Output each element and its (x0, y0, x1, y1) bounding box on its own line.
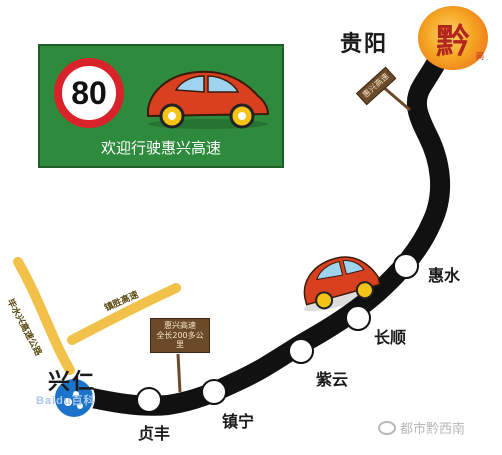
wechat-watermark: 都市黔西南 (378, 418, 465, 437)
side-road-zhen-sheng (67, 283, 181, 345)
highway-route (68, 34, 456, 416)
top-sign-post (381, 84, 411, 112)
station-marker-changshun (345, 305, 371, 331)
station-label-changshun: 长顺 (374, 328, 407, 347)
route-sign-line2: 全长200多公里 (156, 330, 204, 350)
welcome-text: 欢迎行驶惠兴高速 (100, 139, 221, 157)
station-label-ziyun: 紫云 (316, 370, 349, 389)
side-road-bi-shui-xing (13, 257, 75, 375)
station-marker-zhenning (201, 379, 227, 405)
car-on-road (303, 256, 382, 312)
route-sign-line1: 惠兴高速 (164, 321, 196, 330)
logo-badge: 黔 网 (418, 6, 488, 70)
station-marker-zhenfeng (136, 387, 162, 413)
logo-glyph: 黔 (436, 21, 470, 62)
car-icon (147, 70, 270, 129)
station-label-zhenning: 镇宁 (222, 412, 255, 431)
main-sign-post (176, 353, 182, 393)
welcome-banner: 80 欢迎行驶惠兴高速 (38, 44, 284, 168)
baidu-watermark: Baidu百科 (36, 395, 96, 407)
speed-limit-sign: 80 (54, 58, 124, 128)
start-city-label: 兴仁 (48, 370, 97, 395)
speed-limit-value: 80 (71, 74, 107, 111)
end-city-label: 贵阳 (340, 32, 389, 57)
station-label-huishui: 惠水 (428, 266, 461, 285)
route-info-sign: 惠兴高速 全长200多公里 (150, 318, 210, 353)
logo-sub: 网 (476, 52, 484, 61)
station-label-zhenfeng: 贞丰 (138, 424, 171, 443)
station-marker-ziyun (288, 338, 314, 364)
wechat-watermark-text: 都市黔西南 (400, 422, 466, 437)
station-marker-huishui (393, 253, 419, 279)
start-city-marker (53, 377, 95, 419)
wechat-icon (378, 420, 396, 435)
